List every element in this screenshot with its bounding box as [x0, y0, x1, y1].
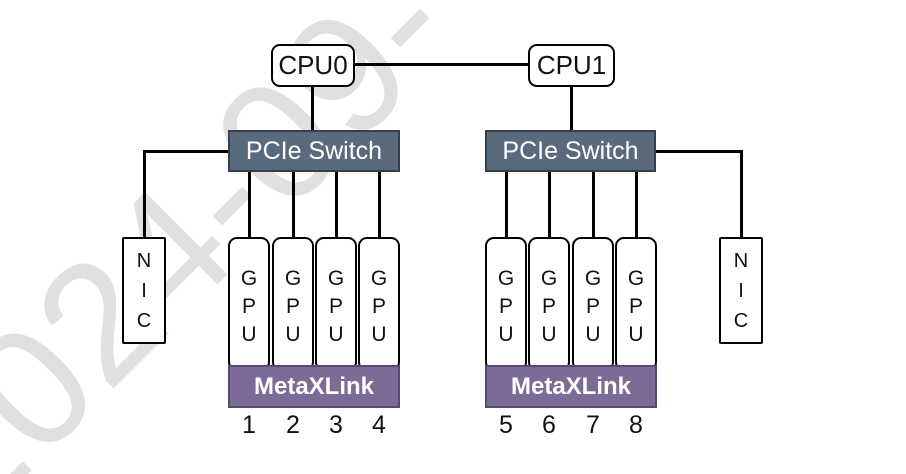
wire-switch-right-to-gpu7 [592, 170, 595, 238]
gpu-letter: G [284, 267, 302, 290]
gpu-letter: U [285, 323, 301, 346]
gpu-number-4: 4 [372, 411, 386, 439]
wire-switch-right-to-gpu8 [635, 170, 638, 238]
gpu-node-7: G P U [572, 237, 614, 371]
gpu-number-7: 7 [586, 411, 600, 439]
wire-switch-right-to-nic-horizontal [655, 150, 742, 153]
gpu-letter: G [327, 267, 345, 290]
gpu-letter: G [370, 267, 388, 290]
gpu-node-8: G P U [615, 237, 657, 371]
gpu-letter: U [371, 323, 387, 346]
gpu-letter: G [584, 267, 602, 290]
gpu-letter: P [285, 295, 300, 318]
cpu1-label: CPU1 [536, 50, 607, 80]
gpu-node-3: G P U [315, 237, 357, 371]
wire-cpu0-to-cpu1 [353, 63, 530, 66]
gpu-letter: U [585, 323, 601, 346]
wire-switch-right-to-gpu5 [505, 170, 508, 238]
gpu-letter: P [328, 295, 343, 318]
gpu-number-1: 1 [242, 411, 256, 439]
gpu-letter: P [585, 295, 600, 318]
gpu-node-1: G P U [228, 237, 270, 371]
gpu-node-2: G P U [272, 237, 314, 371]
gpu-letter: U [628, 323, 644, 346]
nic-right-letter: I [738, 279, 744, 302]
gpu-node-4: G P U [358, 237, 400, 371]
metaxlink-bar-left: MetaXLink [228, 365, 400, 408]
metaxlink-right-label: MetaXLink [510, 372, 632, 400]
gpu-letter: P [241, 295, 256, 318]
gpu-letter: G [540, 267, 558, 290]
nic-node-left: N I C [122, 237, 166, 344]
gpu-number-2: 2 [286, 411, 300, 439]
gpu-letter: P [628, 295, 643, 318]
gpu-letter: P [498, 295, 513, 318]
nic-right-letter: C [733, 309, 749, 332]
gpu-letter: P [371, 295, 386, 318]
nic-left-letter: I [141, 279, 147, 302]
gpu-node-6: G P U [528, 237, 570, 371]
gpu-letter: G [240, 267, 258, 290]
nic-left-letter: N [136, 249, 152, 272]
wire-switch-left-to-gpu3 [335, 170, 338, 238]
cpu0-node: CPU0 [271, 44, 355, 87]
gpu-number-5: 5 [499, 411, 513, 439]
nic-node-right: N I C [719, 237, 763, 344]
gpu-number-3: 3 [329, 411, 343, 439]
nic-right-letter: N [733, 249, 749, 272]
wire-switch-left-to-nic-horizontal [143, 150, 229, 153]
wire-cpu0-to-switch-left [311, 85, 314, 132]
metaxlink-left-label: MetaXLink [253, 372, 375, 400]
nic-left-letter: C [136, 309, 152, 332]
gpu-number-8: 8 [629, 411, 643, 439]
gpu-number-6: 6 [542, 411, 556, 439]
gpu-letter: P [541, 295, 556, 318]
gpu-letter: G [497, 267, 515, 290]
wire-switch-right-to-gpu6 [548, 170, 551, 238]
wire-switch-left-to-gpu2 [292, 170, 295, 238]
gpu-letter: U [241, 323, 257, 346]
pcie-switch-right: PCIe Switch [485, 130, 656, 172]
pcie-switch-left: PCIe Switch [228, 130, 400, 172]
pcie-switch-left-label: PCIe Switch [245, 136, 383, 165]
wire-switch-left-to-gpu4 [378, 170, 381, 238]
gpu-letter: U [328, 323, 344, 346]
gpu-node-5: G P U [485, 237, 527, 371]
cpu1-node: CPU1 [528, 44, 615, 87]
wire-switch-left-to-gpu1 [248, 170, 251, 238]
wire-switch-left-to-nic-vertical [143, 150, 146, 239]
cpu0-label: CPU0 [278, 50, 348, 80]
wire-cpu1-to-switch-right [570, 85, 573, 132]
pcie-switch-right-label: PCIe Switch [502, 136, 639, 165]
metaxlink-bar-right: MetaXLink [485, 365, 657, 408]
wire-switch-right-to-nic-vertical [740, 150, 743, 239]
gpu-letter: U [541, 323, 557, 346]
gpu-letter: G [627, 267, 645, 290]
gpu-letter: U [498, 323, 514, 346]
